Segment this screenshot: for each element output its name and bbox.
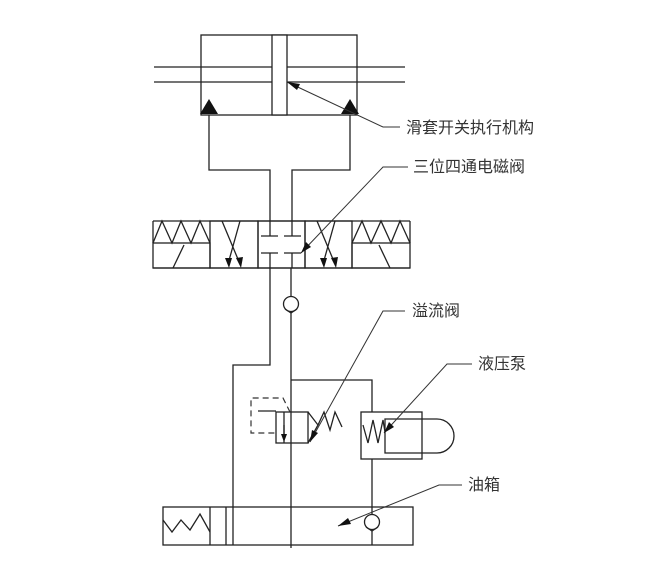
pipe-right	[291, 115, 351, 221]
leader-relief-valve	[309, 310, 405, 443]
pump-line	[291, 379, 373, 412]
pump-body	[360, 411, 423, 460]
return-line	[232, 268, 271, 545]
leader-actuator	[286, 81, 400, 128]
oil-tank	[162, 506, 414, 546]
label-solenoid-valve: 三位四通电磁阀	[413, 157, 525, 176]
hydraulic-pump	[360, 411, 455, 460]
left-coil-box	[152, 242, 211, 269]
port-triangle-left	[200, 99, 218, 114]
valve-position-center	[257, 220, 306, 269]
right-spring-icon	[351, 219, 411, 245]
label-tank: 油箱	[468, 475, 500, 494]
tank-body	[162, 506, 414, 546]
piston	[271, 34, 288, 116]
suction-check-valve	[363, 513, 381, 531]
valve-position-left	[209, 220, 259, 269]
solenoid-valve	[152, 219, 411, 269]
label-actuator: 滑套开关执行机构	[406, 118, 534, 137]
left-spring-icon	[152, 219, 211, 245]
leader-tank	[337, 484, 462, 527]
relief-valve-body	[275, 411, 309, 444]
relief-valve	[250, 397, 343, 444]
lower-piping	[232, 268, 373, 548]
valve-position-right	[304, 220, 353, 269]
arrow-icon	[281, 434, 287, 442]
arrow-icon	[320, 258, 327, 268]
arrow-icon	[331, 257, 338, 268]
label-relief-valve: 溢流阀	[412, 301, 460, 320]
relief-spring-icon	[317, 410, 343, 433]
arrow-icon	[225, 258, 232, 268]
arrow-icon	[236, 257, 243, 268]
right-coil-box	[351, 242, 411, 269]
leader-lines	[286, 81, 472, 527]
check-valve-upper	[282, 295, 300, 314]
upper-piping	[208, 115, 351, 221]
port-triangle-right	[341, 99, 359, 114]
actuator-cylinder	[154, 34, 405, 116]
left-solenoid	[152, 219, 211, 269]
label-pump: 液压泵	[478, 354, 526, 373]
leader-pump	[383, 363, 472, 434]
pump-spring-icon	[362, 419, 386, 444]
right-solenoid	[351, 219, 411, 269]
pump-rotor	[384, 418, 455, 454]
tank-heater-icon	[162, 512, 211, 534]
pipe-left	[208, 115, 271, 221]
pilot-line	[250, 397, 291, 434]
leader-solenoid-valve	[300, 166, 408, 254]
